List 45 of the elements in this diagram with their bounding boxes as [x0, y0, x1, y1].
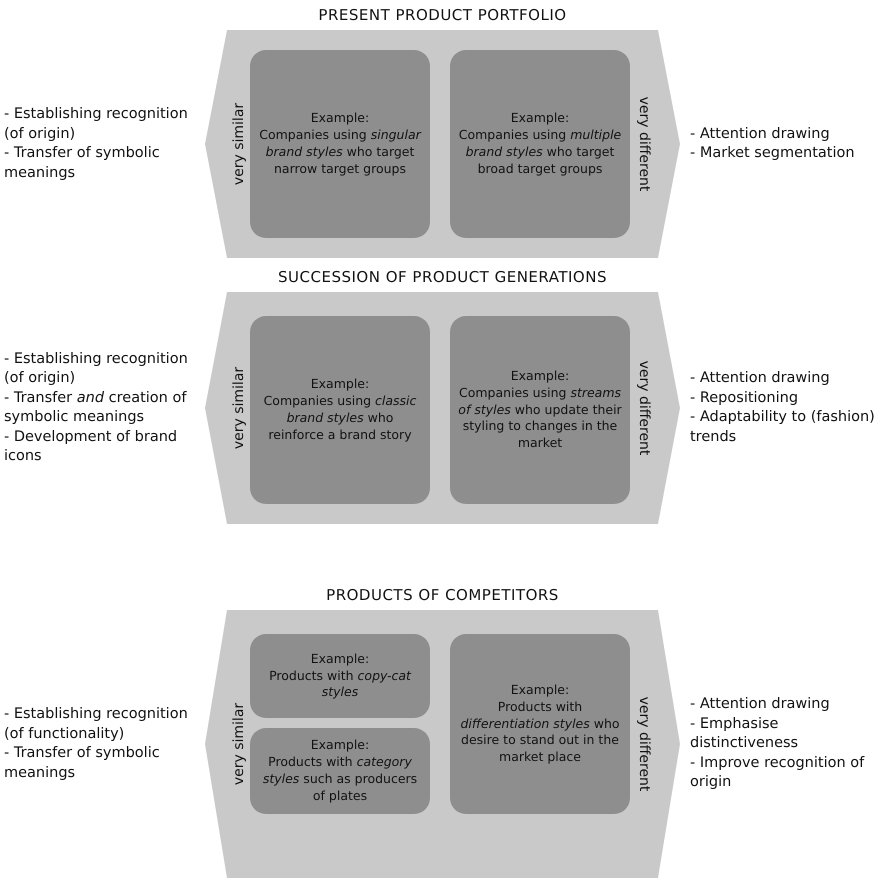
example-text: Products with differentiation styles who desire to stand out in the market place: [459, 698, 621, 766]
bullet-item: - Emphasise distinctiveness: [690, 714, 800, 754]
bullet-item: - Attention drawing: [690, 124, 831, 144]
example-label: Example:: [510, 682, 570, 699]
bullet-item: - Transfer and creation of symbolic meanings: [4, 388, 188, 428]
example-label: Example:: [510, 110, 570, 128]
bullet-item: - Attention drawing: [690, 695, 831, 714]
bullet-item: - Development of brand icons: [4, 428, 178, 466]
bullet-item: - Market segmentation: [690, 144, 856, 164]
example-text: Companies using singular brand styles who target narrow target groups: [258, 127, 422, 178]
example-label: Example:: [510, 368, 570, 385]
example-box: [250, 316, 430, 504]
axis-label: very similar: [231, 702, 247, 786]
bullet-item: - Transfer of symbolic meanings: [4, 144, 161, 183]
example-text: Companies using streams of styles who update their styling to changes in the market: [458, 384, 622, 452]
example-label: Example:: [310, 737, 370, 754]
example-text: Products with category styles such as producers of plates: [262, 754, 418, 805]
example-text: Companies using classic brand styles who reinforce a brand story: [262, 393, 418, 444]
axis-label: very different: [636, 360, 652, 456]
axis-label: very different: [636, 696, 652, 792]
example-label: Example:: [310, 650, 370, 668]
bullet-item: - Establishing recognition (of functionality): [4, 705, 189, 744]
bullet-item: - Establishing recognition (of origin): [4, 105, 189, 144]
example-box: [450, 634, 630, 814]
example-box: [450, 50, 630, 238]
example-text: Companies using multiple brand styles who target broad target groups: [458, 127, 622, 178]
section-heading: PRESENT PRODUCT PORTFOLIO: [317, 6, 568, 24]
example-text: Products with copy-cat styles: [268, 668, 412, 702]
axis-label: very similar: [231, 366, 247, 450]
section-heading: SUCCESSION OF PRODUCT GENERATIONS: [277, 268, 608, 286]
bullet-item: - Establishing recognition (of origin): [4, 350, 189, 388]
section-heading: PRODUCTS OF COMPETITORS: [325, 586, 560, 604]
bullet-item: - Adaptability to (fashion) trends: [690, 408, 876, 447]
bullet-item: - Transfer of symbolic meanings: [4, 744, 161, 783]
example-box: [450, 316, 630, 504]
example-box: [250, 728, 430, 814]
example-label: Example:: [310, 376, 370, 394]
axis-label: very different: [636, 96, 652, 192]
bullet-item: - Improve recognition of origin: [690, 754, 866, 792]
example-label: Example:: [310, 110, 370, 128]
axis-label: very similar: [231, 102, 247, 186]
example-box: [250, 50, 430, 238]
bullet-item: - Repositioning: [690, 388, 800, 408]
example-box: [250, 634, 430, 718]
bullet-item: - Attention drawing: [690, 369, 831, 388]
